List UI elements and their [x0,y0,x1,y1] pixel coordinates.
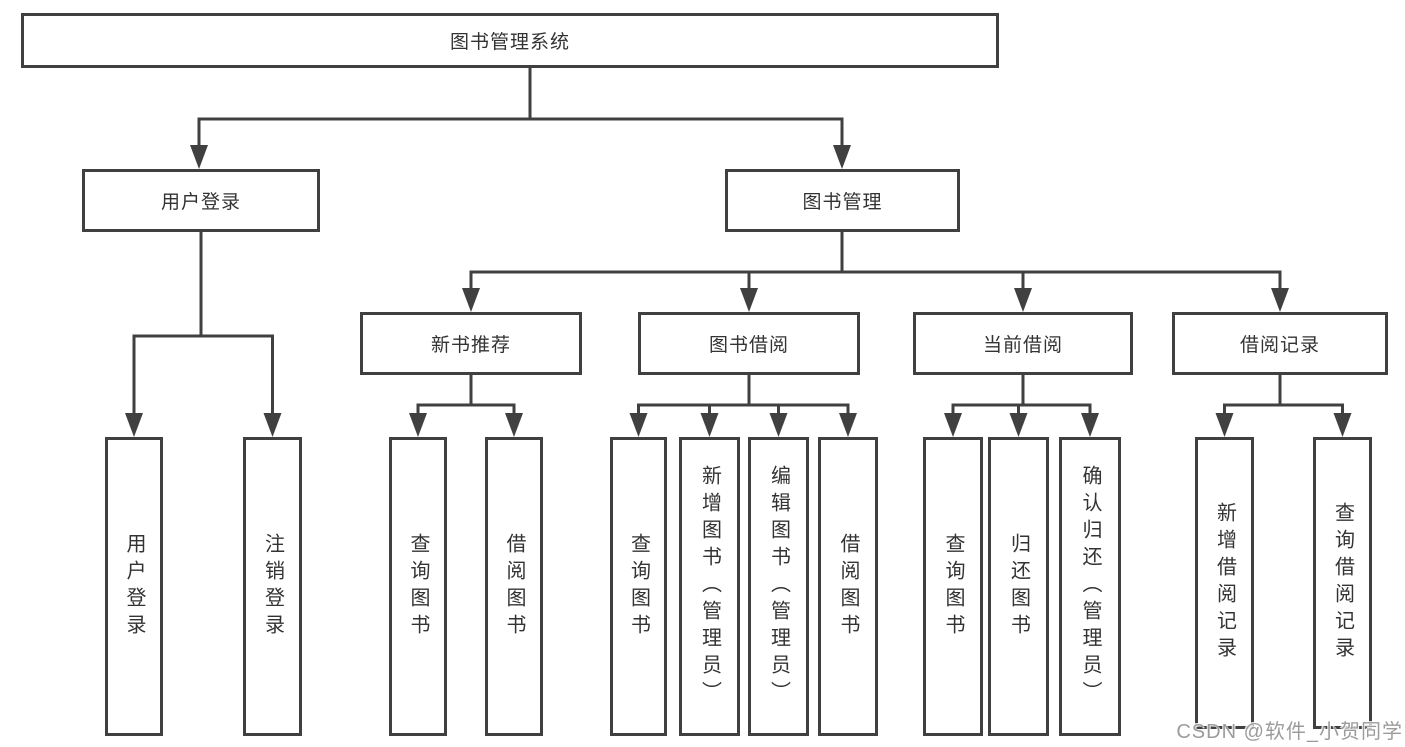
arrowhead [1014,288,1032,312]
leaf-label: 用户登录 [123,532,145,641]
arrowhead [629,413,648,437]
leaf-label: 借阅图书 [837,532,859,641]
leaf-label: 新增借阅记录 [1213,502,1236,664]
node-library-system: 图书管理系统 [21,13,999,68]
leaf-label: 注销登录 [261,532,284,641]
node-book-management: 图书管理 [725,169,960,232]
leaf-label: 查询图书 [407,532,429,641]
leaf-query-books-recommend: 查询图书 [389,437,447,736]
arrowhead [1271,288,1289,312]
arrowhead [944,413,962,437]
leaf-label: 查询图书 [942,532,964,641]
node-new-book-recommend: 新书推荐 [360,312,582,375]
arrowhead [190,145,208,169]
node-book-borrow: 图书借阅 [638,312,860,375]
arrowhead [125,413,143,437]
node-label: 借阅记录 [1239,335,1320,356]
csdn-watermark: CSDN @软件_小贺同学 [1176,721,1403,743]
arrowhead [833,145,851,169]
node-label: 图书管理 [802,192,883,213]
arrowhead [505,413,523,437]
node-label: 新书推荐 [430,335,511,356]
leaf-label: 编辑图书（管理员） [767,465,790,708]
leaf-user-login: 用户登录 [105,437,163,736]
arrowhead [462,288,480,312]
leaf-confirm-return-admin: 确认归还（管理员） [1059,437,1121,736]
arrowhead [1333,413,1352,437]
leaf-add-borrow-record: 新增借阅记录 [1195,437,1254,729]
arrowhead [1215,413,1234,437]
leaf-query-books-current: 查询图书 [923,437,983,736]
node-label: 图书管理系统 [449,32,570,53]
node-current-borrow: 当前借阅 [913,312,1133,375]
arrowhead [1081,413,1099,437]
node-label: 图书借阅 [708,335,789,356]
leaf-label: 查询图书 [627,532,650,641]
arrowhead [263,413,282,437]
node-label: 当前借阅 [982,335,1063,356]
node-label: 用户登录 [160,192,241,213]
arrowhead [839,413,857,437]
leaf-add-book-admin: 新增图书（管理员） [679,437,740,736]
leaf-return-book: 归还图书 [988,437,1049,736]
arrowhead [769,413,788,437]
leaf-edit-book-admin: 编辑图书（管理员） [748,437,809,736]
leaf-query-books-borrow: 查询图书 [610,437,667,736]
leaf-query-borrow-record: 查询借阅记录 [1313,437,1372,729]
leaf-borrow-books-recommend: 借阅图书 [485,437,543,736]
leaf-label: 查询借阅记录 [1331,502,1354,664]
node-borrow-records: 借阅记录 [1172,312,1388,375]
leaf-logout: 注销登录 [243,437,302,736]
arrowhead [700,413,719,437]
node-user-login: 用户登录 [82,169,320,232]
leaf-label: 新增图书（管理员） [698,465,721,708]
arrowhead [1009,413,1028,437]
leaf-borrow-books: 借阅图书 [818,437,878,736]
leaf-label: 借阅图书 [503,532,525,641]
leaf-label: 确认归还（管理员） [1079,465,1101,708]
arrowhead [740,288,758,312]
leaf-label: 归还图书 [1007,532,1030,641]
arrowhead [409,413,427,437]
